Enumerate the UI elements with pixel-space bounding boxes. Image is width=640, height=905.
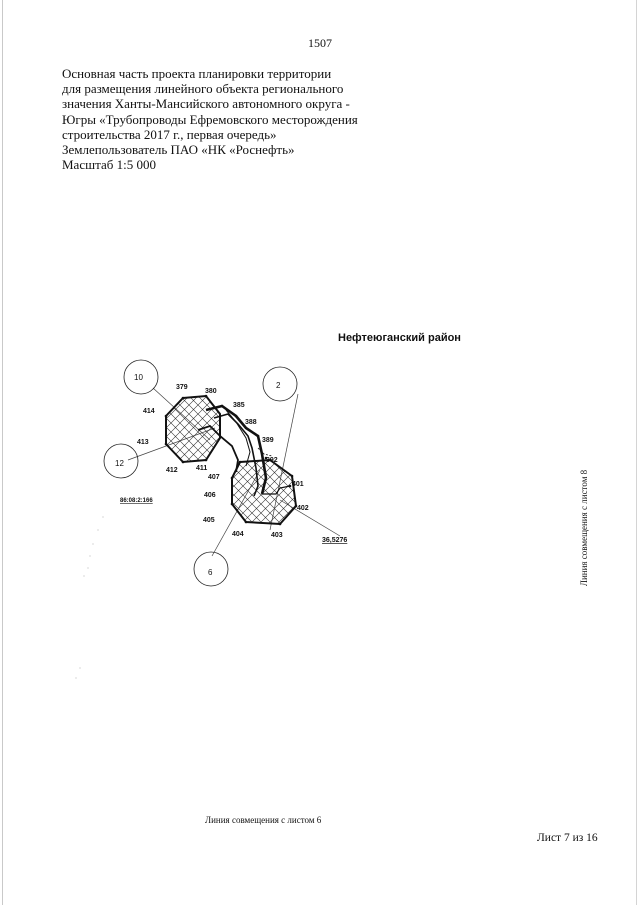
circle-label-6: 6 xyxy=(208,568,213,577)
point-label: 389 xyxy=(262,437,274,444)
point-label: 392 xyxy=(266,457,278,464)
point-label: 401 xyxy=(292,481,304,488)
district-label: Нефтеюганский район xyxy=(338,332,461,344)
point-label: 412 xyxy=(166,467,178,474)
header-line: Основная часть проекта планировки террит… xyxy=(62,66,332,81)
header-line: Югры «Трубопроводы Ефремовского месторож… xyxy=(62,111,358,127)
callout-circle-10 xyxy=(123,359,159,395)
point-label: 413 xyxy=(137,439,149,446)
header-line: Землепользователь ПАО «НК «Роснефть» xyxy=(62,142,295,158)
circle-label-10: 10 xyxy=(134,373,143,382)
point-label: 405 xyxy=(203,517,215,524)
measurement-label: 36,5276 xyxy=(322,537,347,544)
point-label: 414 xyxy=(143,408,155,415)
point-label: 404 xyxy=(232,531,244,538)
point-label: 388 xyxy=(245,419,257,426)
survey-vertices xyxy=(164,394,298,526)
header-line: для размещения линейного объекта региона… xyxy=(62,81,344,97)
sheet-number: Лист 7 из 16 xyxy=(537,832,598,844)
callout-circles xyxy=(103,359,298,587)
point-label: 411 xyxy=(196,465,207,472)
match-line-right: Линия совмещения с листом 8 xyxy=(579,469,589,587)
point-label: 385 xyxy=(233,402,245,409)
header-scale: Масштаб 1:5 000 xyxy=(62,157,156,173)
point-label: 380 xyxy=(205,388,217,395)
page-number: 1507 xyxy=(308,36,332,50)
circle-label-2: 2 xyxy=(276,381,281,390)
scan-left-edge xyxy=(2,0,3,905)
point-label: 379 xyxy=(176,384,188,391)
header-line: значения Ханты-Мансийского автономного о… xyxy=(62,96,350,112)
callout-circle-12 xyxy=(103,443,139,479)
point-label: 402 xyxy=(297,505,309,512)
document-header: Основная часть проекта планировки террит… xyxy=(62,66,362,172)
callout-circle-2 xyxy=(262,366,298,402)
scan-right-edge xyxy=(636,0,637,905)
pipeline-corridor xyxy=(197,404,291,497)
point-label: 403 xyxy=(271,532,283,539)
match-line-bottom: Линия совмещения с листом 6 xyxy=(205,815,322,825)
header-line: строительства 2017 г., первая очередь» xyxy=(62,126,277,142)
point-label: 407 xyxy=(208,474,220,481)
circle-label-12: 12 xyxy=(115,459,124,468)
point-label: 406 xyxy=(204,492,216,499)
cadastral-block-label: 86:08:2:166 xyxy=(120,498,153,504)
scan-noise xyxy=(75,516,104,679)
callout-circle-6 xyxy=(193,551,229,587)
